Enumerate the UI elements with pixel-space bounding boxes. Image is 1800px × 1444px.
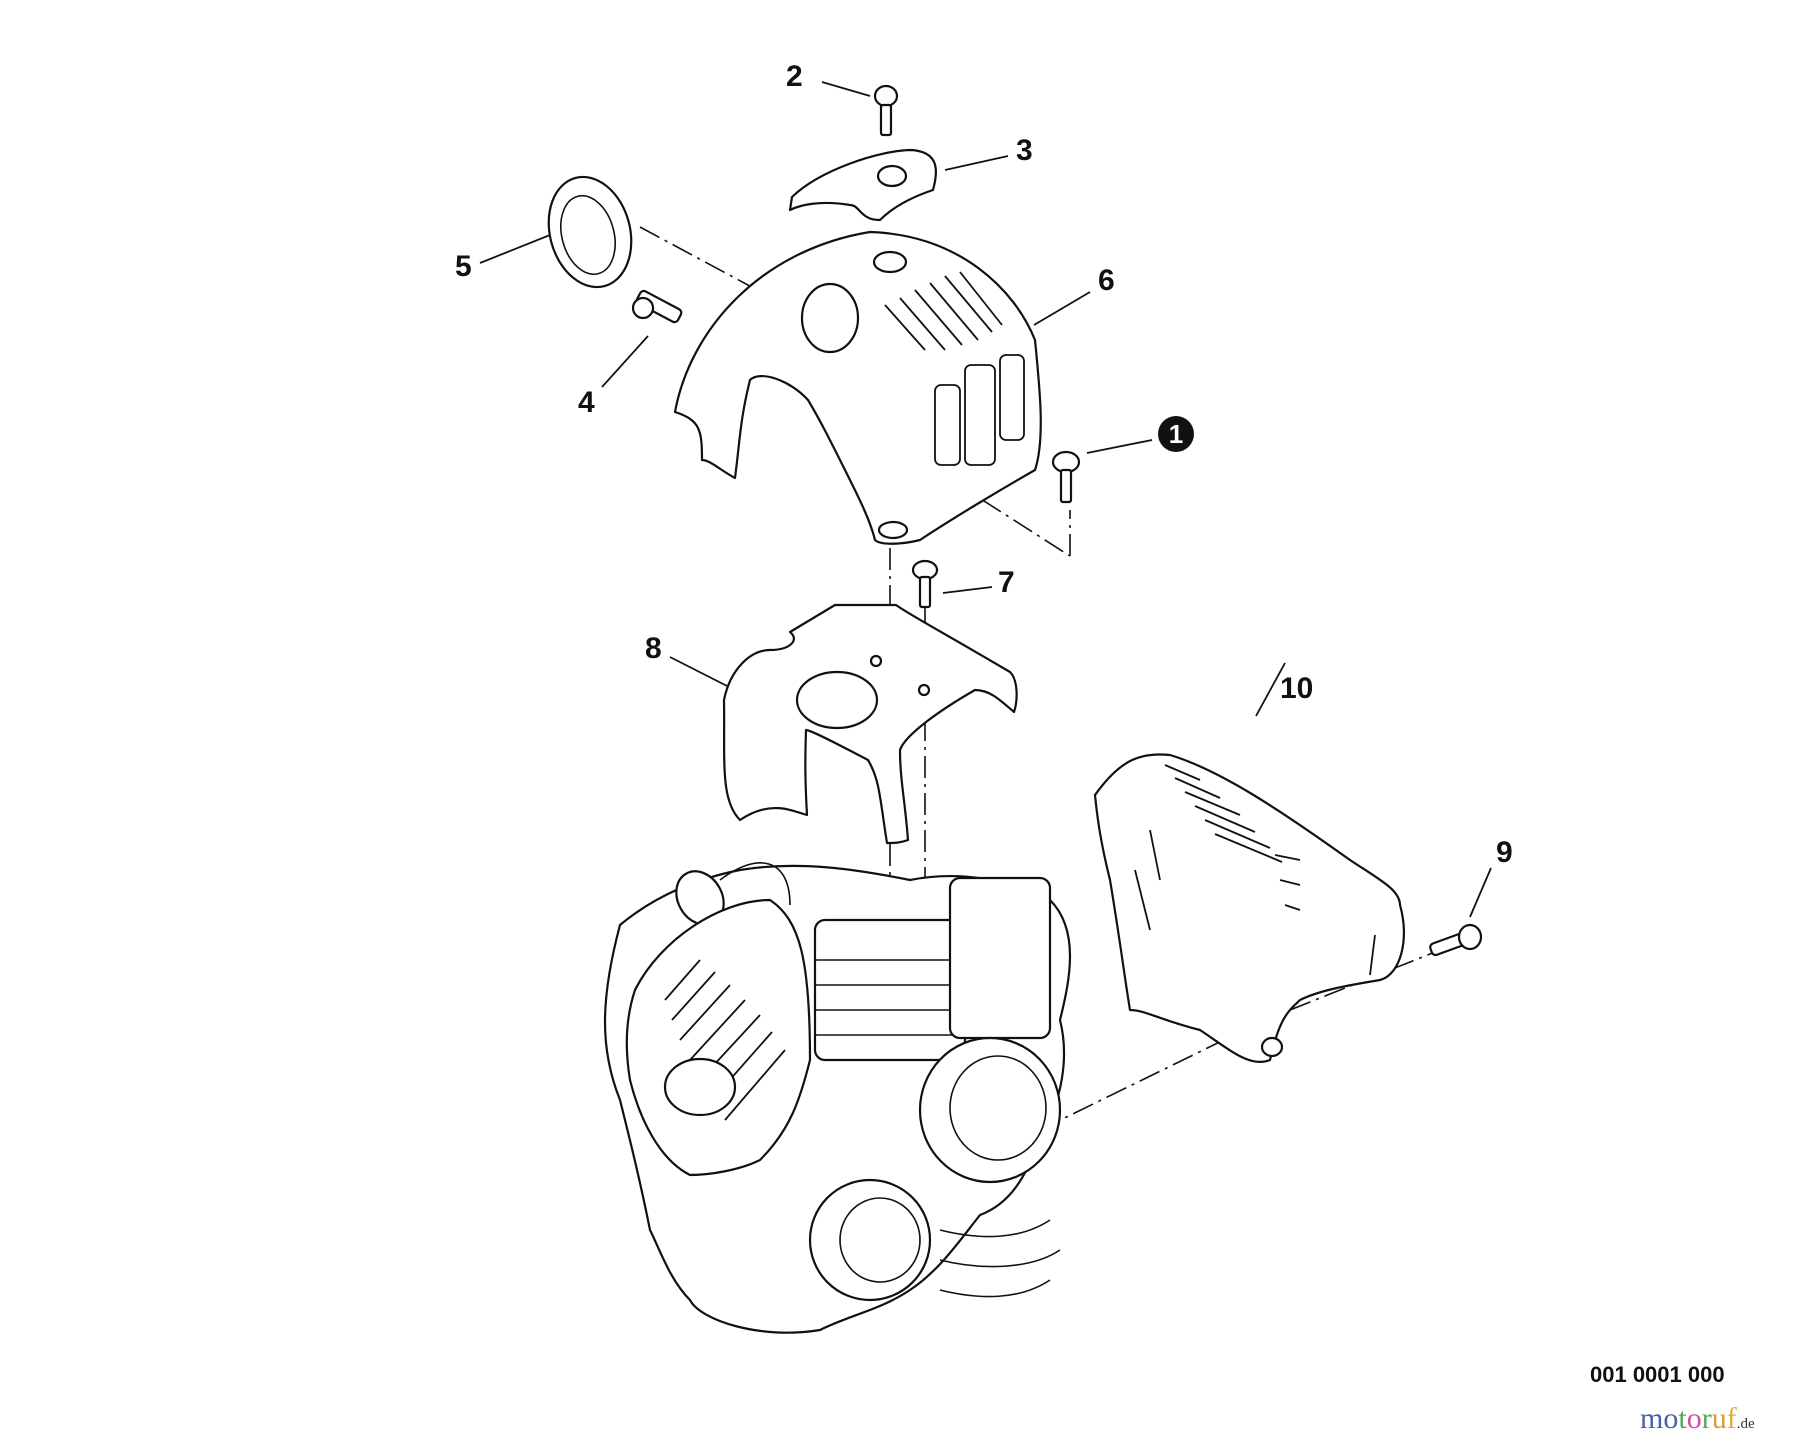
callout-4: 4: [578, 386, 595, 419]
part-8-heat-shield: [722, 603, 1018, 845]
watermark-letter: o: [1686, 1402, 1702, 1435]
part-9-screw: [1429, 923, 1483, 957]
watermark-letter: t: [1678, 1402, 1687, 1435]
watermark-tld: .de: [1736, 1416, 1755, 1432]
callout-3: 3: [1016, 134, 1033, 167]
callout-2: 2: [786, 60, 803, 93]
leader-7: [942, 586, 993, 594]
leader-1: [1086, 439, 1153, 454]
watermark-letter: u: [1711, 1402, 1727, 1435]
leader-2: [821, 81, 871, 97]
part-4-screw: [631, 289, 683, 324]
part-5-grommet: [547, 175, 633, 289]
watermark-letter: o: [1663, 1402, 1679, 1435]
watermark-letter: f: [1726, 1402, 1737, 1435]
leader-8: [669, 656, 736, 691]
part-2-screw: [873, 84, 899, 137]
leader-5: [479, 234, 551, 264]
callout-9: 9: [1496, 836, 1513, 869]
part-6-cylinder-cover: [673, 230, 1042, 545]
callout-10: 10: [1280, 672, 1314, 705]
drawing-number: 001 0001 000: [1590, 1362, 1725, 1387]
leader-9: [1469, 867, 1492, 918]
part-1-screw: [1051, 450, 1081, 504]
vent-slots: [884, 271, 1025, 466]
leader-lines: [479, 81, 1492, 918]
callout-1: 1: [1158, 416, 1194, 452]
part-3-clamp: [788, 148, 938, 222]
guard-slots: [1134, 764, 1376, 976]
watermark-name: motoruf: [1640, 1402, 1737, 1435]
callout-5: 5: [455, 250, 472, 283]
callout-7: 7: [998, 566, 1015, 599]
watermark-letter: m: [1640, 1402, 1664, 1435]
leader-6: [1033, 291, 1091, 326]
leader-3: [944, 155, 1009, 171]
leader-10: [1255, 662, 1286, 717]
motoruf-watermark: motoruf.de: [1640, 1402, 1755, 1436]
callout-6: 6: [1098, 264, 1115, 297]
part-10-muffler-guard: [1093, 753, 1405, 1063]
watermark-letter: r: [1701, 1402, 1712, 1435]
engine-assembly: [603, 862, 1072, 1334]
leader-4: [601, 335, 649, 388]
callout-8: 8: [645, 632, 662, 665]
part-7-screw: [911, 559, 939, 609]
